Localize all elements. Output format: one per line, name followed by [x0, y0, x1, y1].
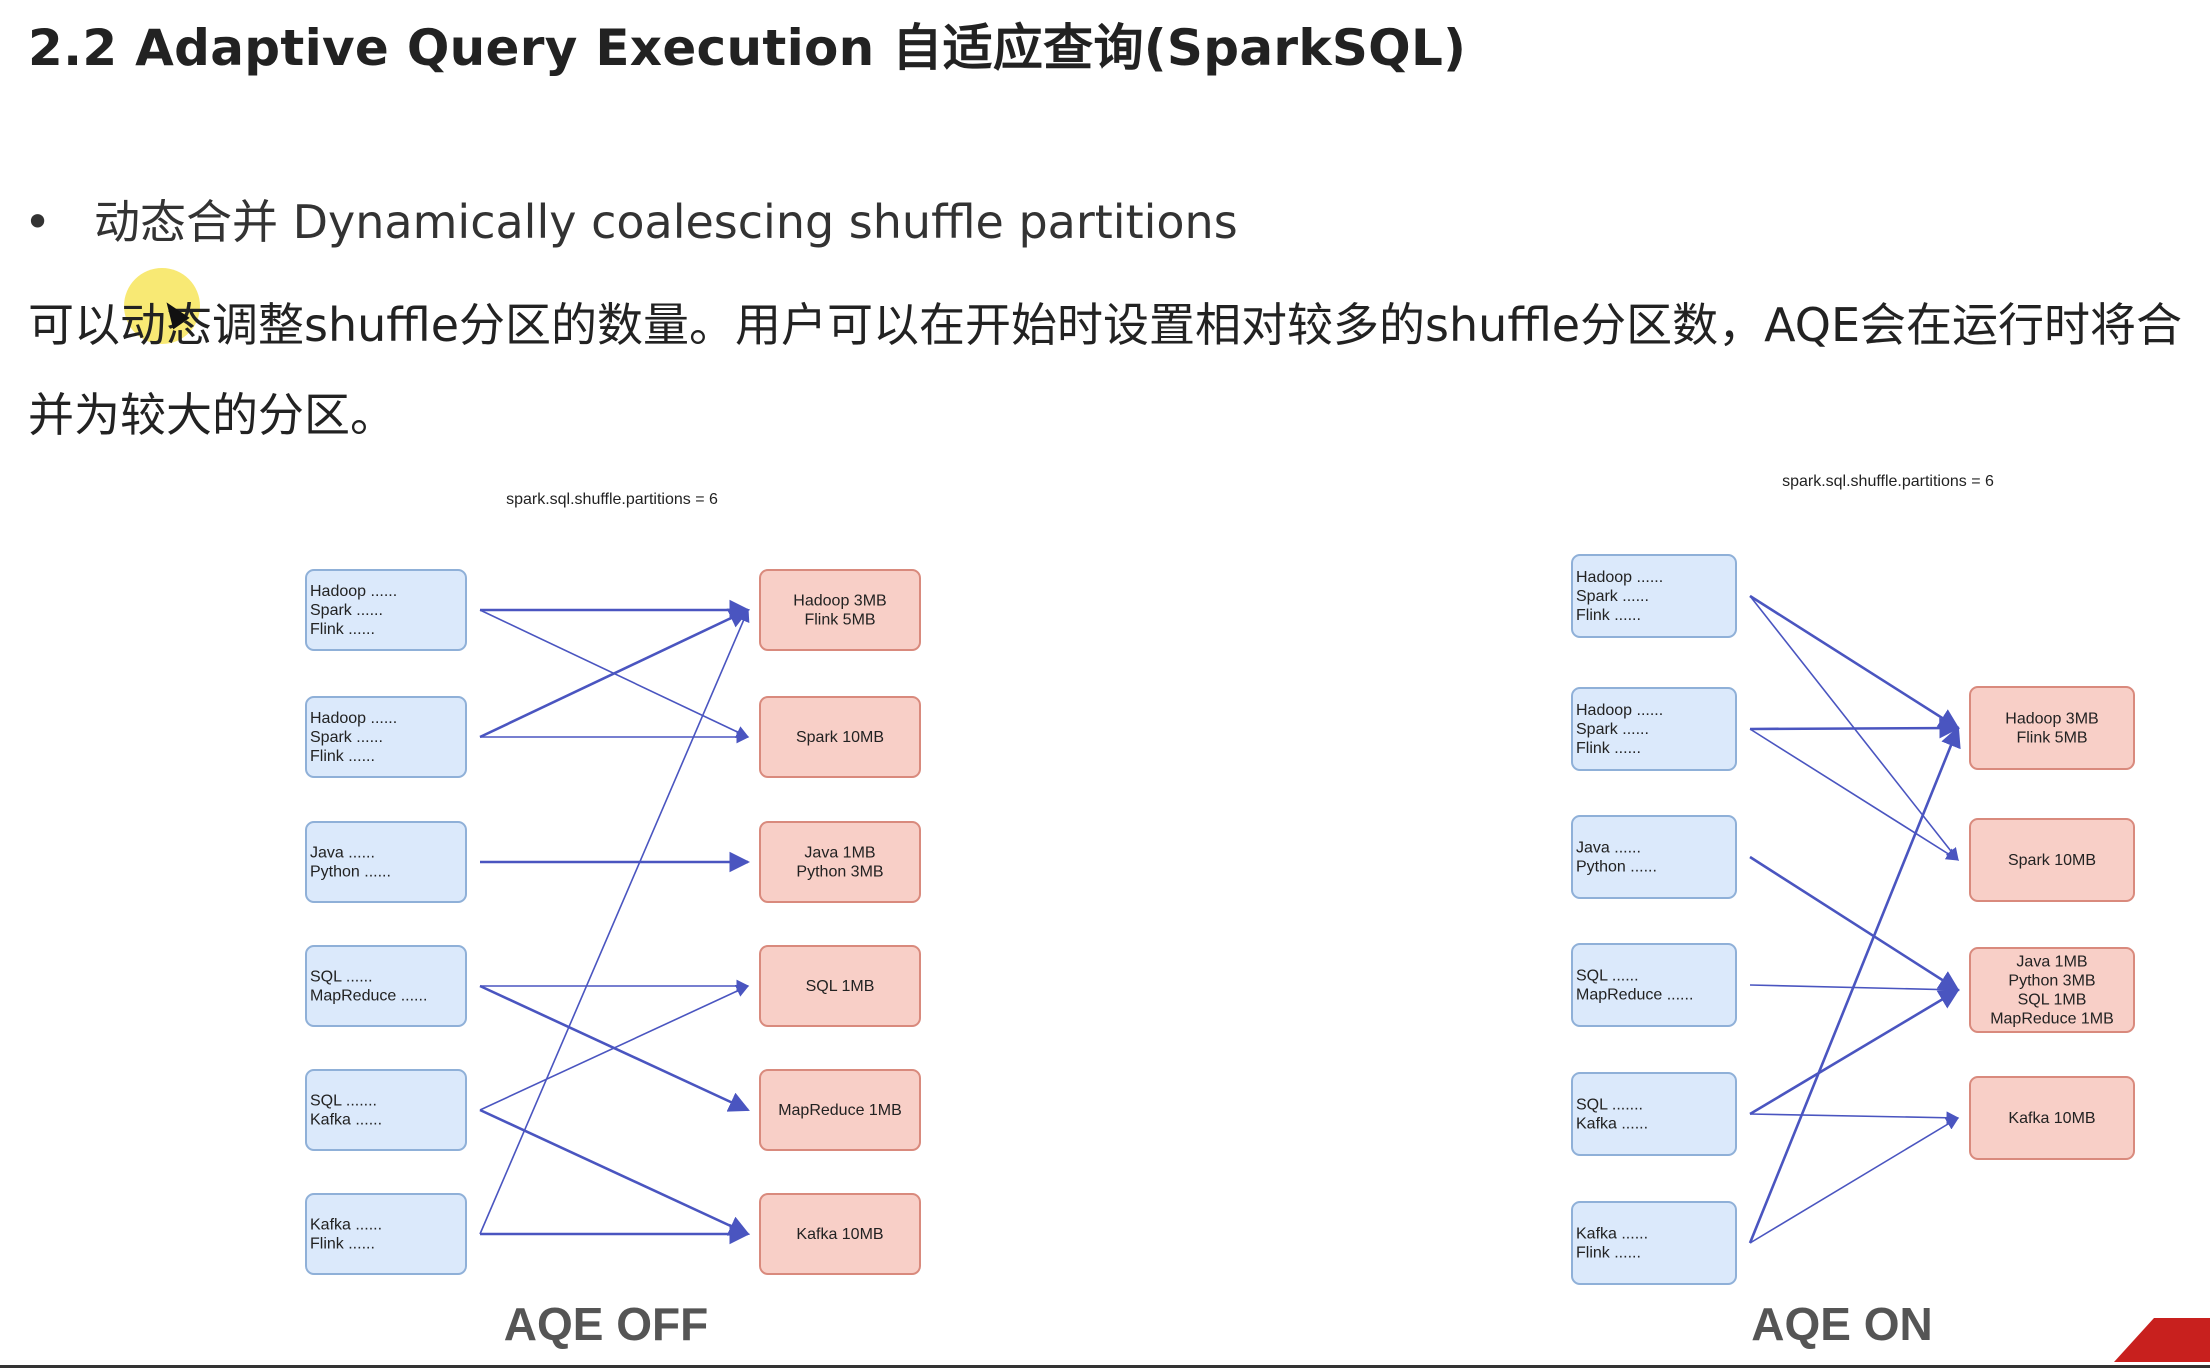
target-partition-box: Kafka 10MB: [759, 1193, 921, 1275]
source-box-line: Kafka ......: [1576, 1116, 1648, 1133]
slide-title: 2.2 Adaptive Query Execution 自适应查询(Spark…: [28, 19, 1467, 77]
source-box-line: Kafka ......: [310, 1112, 382, 1129]
shuffle-arrow: [1749, 1117, 1960, 1244]
bullet-dot-icon: •: [24, 195, 52, 249]
source-box-line: Java ......: [1576, 840, 1641, 857]
shuffle-arrow: [1749, 1111, 1960, 1125]
target-box-line: SQL 1MB: [806, 978, 875, 995]
shuffle-arrow: [1749, 855, 1960, 992]
target-box-line: Kafka 10MB: [2008, 1110, 2095, 1127]
source-box-line: Python ......: [310, 864, 391, 881]
shuffle-arrow: [479, 608, 750, 739]
source-partition-box: SQL ....... Kafka ......: [1571, 1072, 1737, 1156]
source-box-line: MapReduce ......: [310, 988, 427, 1005]
target-partition-box: Kafka 10MB: [1969, 1076, 2135, 1160]
source-partition-box: Java ...... Python ......: [305, 821, 467, 903]
bullet-text: 动态合并 Dynamically coalescing shuffle part…: [94, 195, 1238, 249]
source-box-line: Flink ......: [310, 748, 375, 765]
source-partition-box: Hadoop ...... Spark ...... Flink ......: [305, 696, 467, 778]
description-paragraph: 可以动态调整shuffle分区的数量。用户可以在开始时设置相对较多的shuffl…: [28, 298, 2183, 442]
shuffle-arrow: [479, 985, 750, 1111]
target-partition-box: Java 1MB Python 3MB SQL 1MB MapReduce 1MB: [1969, 947, 2135, 1033]
source-box-line: MapReduce ......: [1576, 987, 1693, 1004]
corner-decoration: [2114, 1318, 2210, 1362]
source-box-line: SQL .......: [1576, 1097, 1643, 1114]
target-partition-box: Spark 10MB: [1969, 818, 2135, 902]
partition-setting-caption: spark.sql.shuffle.partitions = 6: [1782, 473, 1994, 490]
target-box-line: Java 1MB: [2016, 954, 2087, 971]
shuffle-arrow: [1749, 717, 1961, 739]
target-partition-box: Spark 10MB: [759, 696, 921, 778]
target-box-line: Python 3MB: [2008, 973, 2095, 990]
source-box-line: SQL ......: [310, 969, 373, 986]
source-box-line: Spark ......: [310, 602, 383, 619]
shuffle-arrow: [1748, 726, 1961, 1244]
source-partition-box: Hadoop ...... Spark ...... Flink ......: [305, 569, 467, 651]
source-partition-box: SQL ...... MapReduce ......: [305, 945, 467, 1027]
partition-setting-caption: spark.sql.shuffle.partitions = 6: [506, 491, 718, 508]
source-partition-box: Kafka ...... Flink ......: [305, 1193, 467, 1275]
target-box-line: Spark 10MB: [796, 729, 884, 746]
target-box-line: SQL 1MB: [2018, 992, 2087, 1009]
shuffle-arrow: [479, 1108, 750, 1236]
source-partition-box: Java ...... Python ......: [1571, 815, 1737, 899]
shuffle-arrow: [1749, 728, 1960, 861]
source-box-line: Kafka ......: [1576, 1226, 1648, 1243]
source-box-line: Flink ......: [310, 1236, 375, 1253]
shuffle-arrow: [479, 608, 750, 1235]
diagram-aqe-on: spark.sql.shuffle.partitions = 6 Hadoop .…: [1571, 473, 2135, 1350]
source-partition-box: SQL ...... MapReduce ......: [1571, 943, 1737, 1027]
diagram-label: AQE ON: [1751, 1298, 1932, 1350]
source-partition-box: Kafka ...... Flink ......: [1571, 1201, 1737, 1285]
target-box-line: Kafka 10MB: [796, 1226, 883, 1243]
source-box-line: Spark ......: [1576, 721, 1649, 738]
shuffle-arrow: [1749, 988, 1960, 1116]
source-partition-box: Hadoop ...... Spark ...... Flink ......: [1571, 554, 1737, 638]
source-box-line: Hadoop ......: [310, 710, 397, 727]
source-box-line: SQL .......: [310, 1093, 377, 1110]
target-box-line: MapReduce 1MB: [778, 1102, 902, 1119]
shuffle-arrow: [1749, 594, 1960, 730]
source-box-line: Flink ......: [310, 621, 375, 638]
source-box-line: SQL ......: [1576, 968, 1639, 985]
target-box-line: Spark 10MB: [2008, 852, 2096, 869]
target-partition-box: MapReduce 1MB: [759, 1069, 921, 1151]
target-box-line: Python 3MB: [796, 864, 883, 881]
slide-bottom-rule: [0, 1365, 2210, 1368]
source-box-line: Python ......: [1576, 859, 1657, 876]
source-box-line: Kafka ......: [310, 1217, 382, 1234]
diagram-label: AQE OFF: [504, 1298, 708, 1350]
source-box-line: Hadoop ......: [1576, 569, 1663, 586]
cursor-highlight: [124, 268, 200, 344]
source-box-line: Java ......: [310, 845, 375, 862]
source-box-line: Hadoop ......: [1576, 702, 1663, 719]
target-box-line: Hadoop 3MB: [2005, 711, 2098, 728]
source-box-line: Spark ......: [310, 729, 383, 746]
target-box-line: Java 1MB: [804, 845, 875, 862]
target-partition-box: Java 1MB Python 3MB: [759, 821, 921, 903]
source-box-line: Flink ......: [1576, 1245, 1641, 1262]
source-box-line: Flink ......: [1576, 740, 1641, 757]
target-partition-box: Hadoop 3MB Flink 5MB: [1969, 686, 2135, 770]
target-partition-box: SQL 1MB: [759, 945, 921, 1027]
bullet-point: • 动态合并 Dynamically coalescing shuffle par…: [24, 186, 1238, 252]
source-box-line: Flink ......: [1576, 607, 1641, 624]
target-box-line: Hadoop 3MB: [793, 593, 886, 610]
source-partition-box: SQL ....... Kafka ......: [305, 1069, 467, 1151]
source-partition-box: Hadoop ...... Spark ...... Flink ......: [1571, 687, 1737, 771]
target-box-line: Flink 5MB: [2016, 730, 2087, 747]
target-box-line: MapReduce 1MB: [1990, 1011, 2114, 1028]
target-box-line: Flink 5MB: [804, 612, 875, 629]
diagram-aqe-off: spark.sql.shuffle.partitions = 6 Hadoop .…: [305, 491, 921, 1350]
source-box-line: Hadoop ......: [310, 583, 397, 600]
target-partition-box: Hadoop 3MB Flink 5MB: [759, 569, 921, 651]
source-box-line: Spark ......: [1576, 588, 1649, 605]
